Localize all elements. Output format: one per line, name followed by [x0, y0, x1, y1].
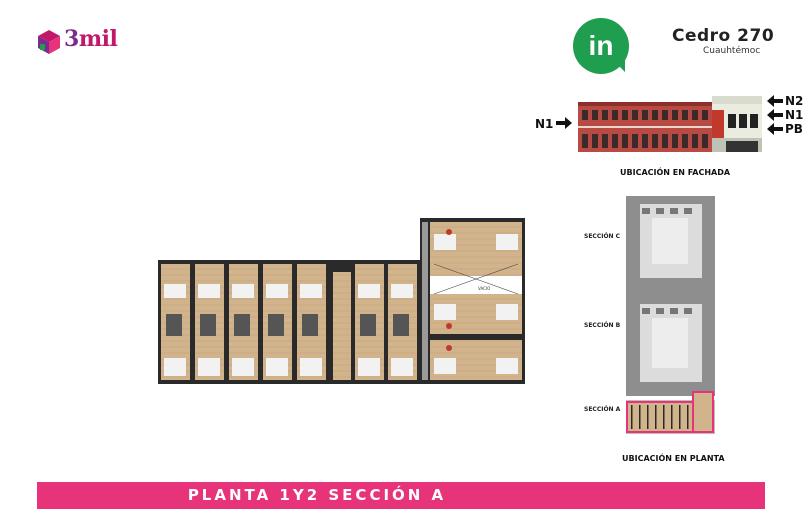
in-logo-tail — [611, 58, 625, 72]
footer-banner: PLANTA 1Y2 SECCIÓN A — [37, 482, 765, 509]
cube-icon — [38, 30, 60, 54]
facade-drawing — [578, 96, 762, 152]
footer-title: PLANTA 1Y2 SECCIÓN A — [187, 486, 447, 504]
section-label-c: SECCIÓN C — [584, 233, 621, 240]
site-plan-caption: UBICACIÓN EN PLANTA — [622, 454, 725, 463]
project-title: Cedro 270 — [672, 26, 775, 46]
arrow-right-icon — [556, 117, 572, 129]
brand-wordmark: 3mil — [64, 26, 118, 52]
level-label-pb: PB — [785, 122, 803, 136]
arrow-left-icon — [767, 109, 783, 121]
section-label-a: SECCIÓN A — [584, 406, 621, 413]
level-label-n1: N1 — [785, 108, 803, 122]
current-level-label: N1 — [535, 117, 554, 131]
level-label-n2: N2 — [785, 94, 803, 108]
arrow-left-icon — [767, 123, 783, 135]
brand-logo: 3mil — [38, 26, 128, 56]
project-subtitle: Cuauhtémoc — [703, 46, 761, 56]
arrow-left-icon — [767, 95, 783, 107]
floor-plan — [158, 218, 525, 384]
section-label-b: SECCIÓN B — [584, 322, 621, 329]
site-plan — [626, 196, 715, 434]
void-label: VACIO — [478, 286, 491, 291]
facade-caption: UBICACIÓN EN FACHADA — [620, 168, 731, 177]
